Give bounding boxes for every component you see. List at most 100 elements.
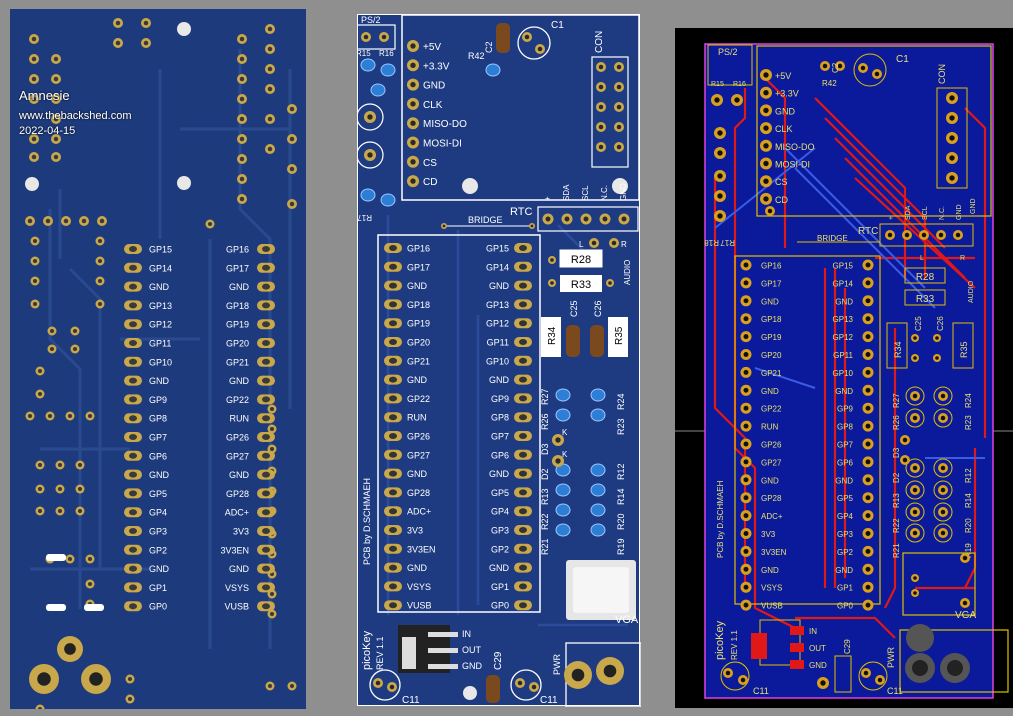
layout-resistor-label: R19: [964, 543, 973, 558]
layout-sd-pin-label: MISO-DO: [775, 142, 815, 152]
pico-pin-label-right: GP14: [486, 262, 509, 272]
pad-hole: [743, 602, 749, 608]
diode-k-label: K: [562, 450, 568, 459]
layout-pwr-hole: [912, 660, 928, 676]
layout-resistor-label: R24: [964, 393, 973, 408]
pad-hole: [77, 486, 83, 492]
pad-hole: [616, 144, 622, 150]
pad-hole: [262, 264, 270, 271]
pad-hole: [32, 238, 38, 244]
pad-hole: [524, 34, 530, 40]
layout-resistor-label: R23: [964, 415, 973, 430]
layout-pin-label-left: VSYS: [761, 584, 782, 593]
r17-label: R17: [358, 213, 372, 222]
layout-r34-outline: [886, 322, 908, 369]
pico-pin-label-left: GND: [407, 469, 428, 479]
layout-pin-label-left: GND: [761, 566, 779, 575]
pad-hole: [912, 509, 918, 515]
pad-hole: [262, 246, 270, 252]
back-pin-label-right: 3V3: [233, 527, 249, 537]
pad-hole: [921, 232, 927, 238]
back-pin-label-right: GP26: [226, 433, 249, 443]
sd-pin-label: CS: [423, 158, 437, 169]
pad-hole: [77, 462, 83, 468]
pad-hole: [37, 486, 43, 492]
pico-pin-label-right: GP5: [491, 488, 509, 498]
back-pin-label-right: GND: [229, 564, 250, 574]
layout-pin-label-left: GND: [761, 297, 779, 306]
c25-body: [566, 325, 580, 357]
pad-hole: [89, 672, 103, 686]
pad-hole: [389, 263, 397, 270]
pad-hole: [410, 139, 416, 146]
c2-body: [496, 23, 510, 53]
pad-hole: [31, 96, 37, 102]
pad-hole: [367, 114, 373, 120]
pad-hole: [129, 584, 137, 591]
pad-hole: [262, 434, 270, 440]
back-pin-label-right: GND: [229, 376, 250, 386]
resistor-label: R26: [540, 413, 550, 430]
layout-resistor-label: R21: [892, 543, 901, 558]
c11-outline: [369, 669, 401, 701]
back-pin-label-left: GP15: [149, 245, 172, 255]
pad-hole: [734, 97, 740, 103]
pad-hole: [912, 415, 918, 421]
pad-hole: [865, 513, 871, 519]
layout-resistor-outline: [905, 458, 925, 478]
layout-resistor-outline: [905, 480, 925, 500]
pad-hole: [863, 670, 869, 676]
pad-hole: [389, 357, 397, 364]
pad-hole: [289, 166, 295, 172]
pad-hole: [267, 116, 273, 122]
pad-hole: [519, 508, 527, 515]
pad-hole: [602, 216, 608, 222]
regulator-tab: [402, 637, 416, 669]
pad-hole: [239, 76, 245, 82]
pad-hole: [129, 603, 137, 610]
pico-pin-label-left: GND: [407, 375, 428, 385]
d2-label: D2: [540, 468, 550, 480]
layout-pin-label-left: GP26: [761, 441, 782, 450]
pad-hole: [262, 546, 270, 553]
pad-hole: [389, 470, 397, 477]
pad-hole: [37, 706, 43, 709]
pad-hole: [129, 509, 137, 516]
layout-r33-label: R33: [916, 294, 935, 305]
pad-hole: [743, 405, 749, 411]
resistor-label: R21: [540, 538, 550, 555]
pad-hole: [143, 20, 149, 26]
layout-resistor-label: R26: [892, 415, 901, 430]
pad-hole: [519, 433, 527, 439]
layout-resistor-outline: [905, 523, 925, 543]
layout-reg-pin-label: IN: [809, 627, 817, 636]
layout-c29-label: C29: [843, 639, 852, 654]
pad-hole: [743, 316, 749, 322]
layout-trace-blue: [754, 367, 816, 389]
pad-hole: [616, 124, 622, 130]
pad-hole: [949, 155, 955, 161]
pad-hole: [389, 339, 397, 345]
pad-hole: [902, 457, 908, 463]
pad-hole: [519, 545, 527, 552]
pad-hole: [912, 393, 918, 399]
layout-rtc-outline: [879, 223, 974, 247]
pad-hole: [616, 84, 622, 90]
layout-pin-label-left: GP28: [761, 494, 782, 503]
pico-pin-label-right: GP9: [491, 394, 509, 404]
layout-pin-label-right: GP1: [837, 584, 854, 593]
pad-hole: [571, 668, 585, 682]
layout-resistor-outline: [933, 408, 953, 428]
back-pin-label-right: GP21: [226, 357, 249, 367]
back-pin-label-left: GP8: [149, 414, 167, 424]
pad-hole: [53, 116, 59, 122]
back-pin-label-right: GP17: [226, 263, 249, 273]
pad-hole: [616, 64, 622, 70]
pad-hole: [53, 136, 59, 142]
back-pin-label-left: GP2: [149, 545, 167, 555]
resistor-body: [590, 503, 606, 517]
c11-label: C11: [540, 695, 558, 706]
layout-pin-label-left: GP18: [761, 315, 782, 324]
pad-hole: [262, 396, 270, 403]
